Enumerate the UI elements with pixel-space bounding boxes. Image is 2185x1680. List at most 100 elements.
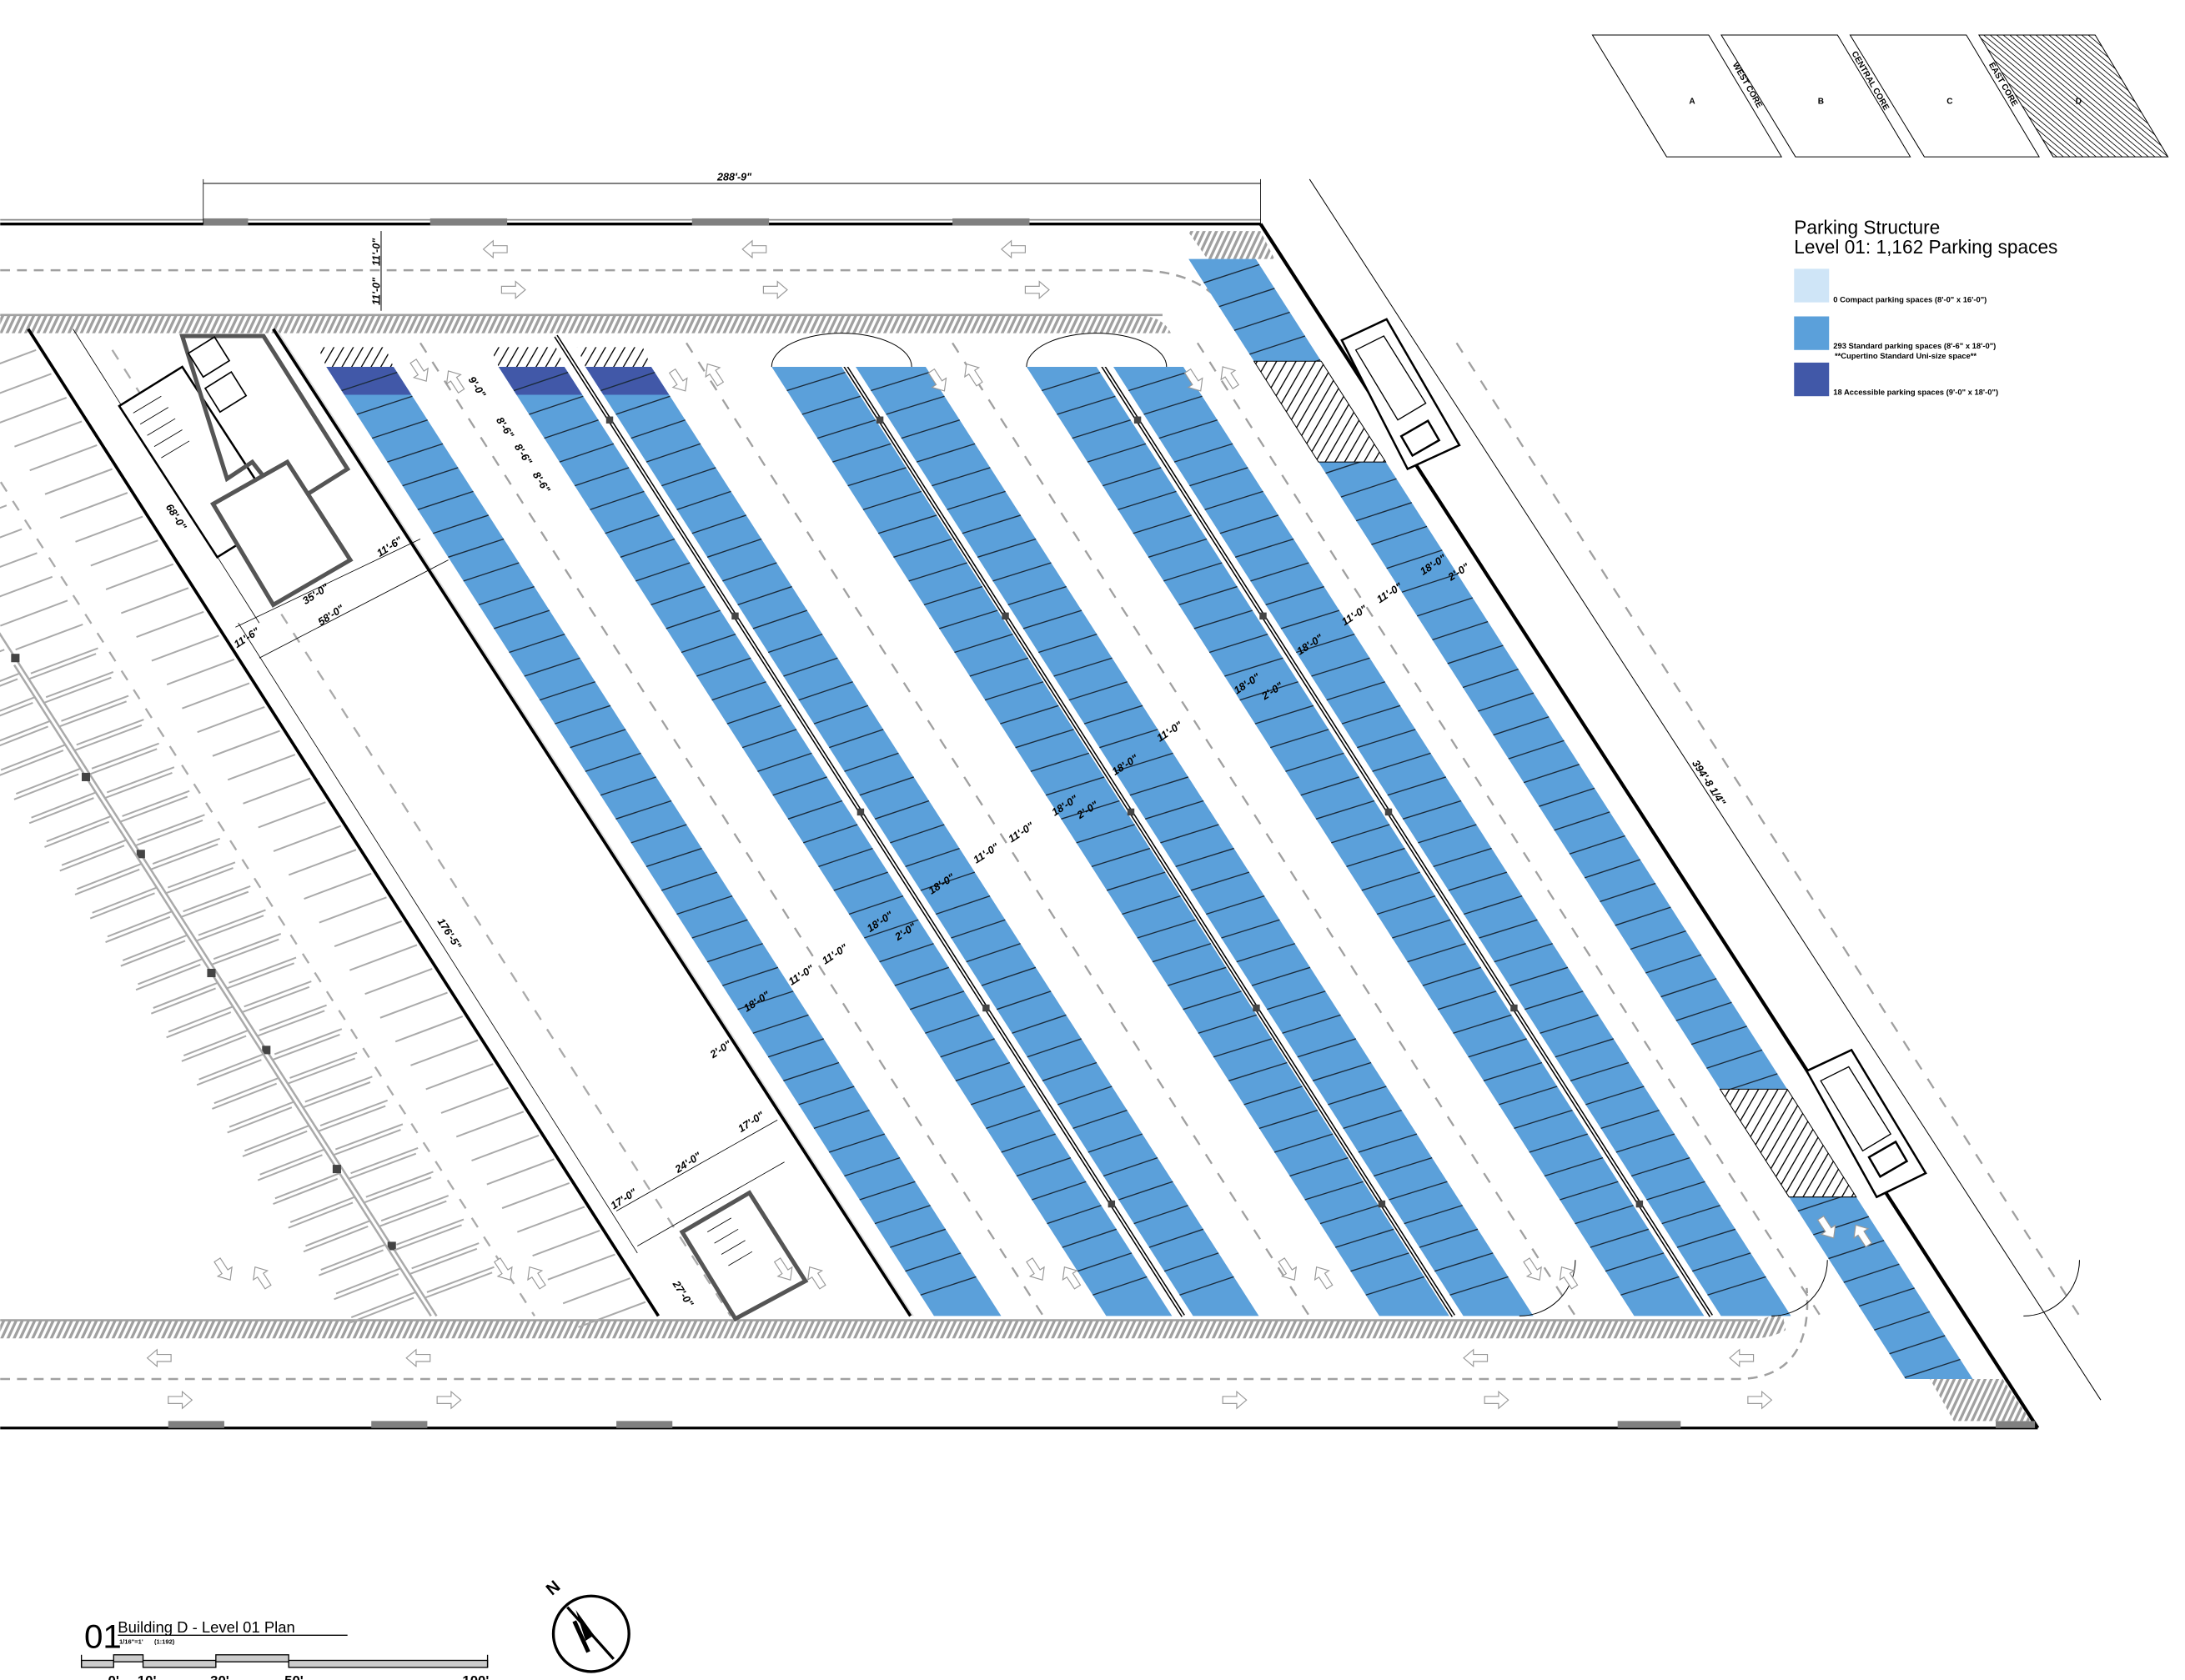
stall-line [1163,562,1223,582]
dim-label: 11'-0" [820,941,850,966]
stall-line [196,1059,262,1086]
stall-line [274,1172,340,1200]
stall-line [1015,729,1074,749]
stall-line [1350,1252,1409,1272]
arrow-left-icon [146,1348,172,1368]
stall-line [516,1206,585,1233]
stall-line [532,1230,600,1257]
stall-line [119,795,188,823]
stall-line [394,1016,464,1043]
stall-line [1234,538,1294,558]
arrow-right-icon [1484,1390,1509,1410]
stall-line [600,776,656,796]
stall-line [1904,1358,1961,1378]
arrow-left-icon [705,363,725,387]
drawing-title: Building D - Level 01 Plan [118,1618,295,1636]
wall-segment [203,218,249,226]
stall-line [180,890,249,918]
arrow-right-icon [668,368,688,392]
building-outline [0,178,2102,1430]
arrow-left-icon [1853,1224,1873,1248]
stall-line [847,467,907,487]
curb-band-east-bottom [1930,1378,2032,1422]
stall-line [1389,1181,1448,1201]
stall-line [955,1061,1011,1081]
stall-line [1813,1216,1870,1236]
stall-line [562,1277,631,1305]
stall-line [356,395,413,415]
stall-line [334,1123,404,1151]
stall-line [341,372,398,392]
stall-line [813,705,869,725]
stall-line [410,1039,479,1066]
key-zone-label: D [2076,97,2082,106]
column [856,808,865,816]
stall-line [905,847,960,868]
stall-line [211,938,279,965]
column [1259,612,1267,620]
stall-line [1267,990,1326,1011]
stall-line [1219,514,1279,534]
arrow-right-icon [1026,1257,1045,1281]
stall-line [1062,1228,1117,1248]
stall-line [1183,990,1242,1011]
stall-line [886,395,945,415]
stall-line [135,820,203,847]
stall-line [1675,1001,1732,1021]
stall-line [89,748,158,775]
stall-line [691,514,746,534]
stall-line [1858,1287,1915,1307]
stall-line [706,538,762,558]
stall-line [287,1057,356,1085]
arrow-left-icon [1220,366,1240,389]
stall-line [244,980,312,1008]
arrow-left-icon [1559,1266,1579,1290]
stall-line [365,1171,434,1198]
stall-line [424,1271,493,1299]
dim-label: 394'-8 1/4" [1690,758,1728,809]
stall-line [935,895,991,915]
stall-line [1341,705,1401,725]
hatched-no-parking-area [490,347,565,367]
arrow-right-icon [773,1257,793,1281]
north-arrow-icon: N [543,1577,630,1673]
stall-line [1706,1049,1763,1069]
west-core-stair-elevator [118,333,354,608]
curb-band-top [0,314,1172,333]
stall-line [1148,538,1208,558]
stall-line [1012,1014,1067,1034]
dim-label: 2'-0" [707,1038,734,1061]
stall-line [681,634,736,654]
elevator [203,370,248,414]
stall-line [0,504,8,509]
stall-line [661,467,716,487]
stall-line [1106,871,1166,891]
stall-line [1007,585,1067,606]
dim-label: 11'-0" [370,277,382,305]
arrow-left-icon [1314,1266,1334,1290]
legend-subtitle: Level 01: 1,162 Parking spaces [1794,236,2057,258]
parking-rows [318,258,2081,1379]
stall-line [1072,419,1131,439]
stall-line [676,490,731,510]
stall-line [0,552,38,569]
stall-line [59,492,128,519]
stall-line [803,824,858,844]
stall-line [0,349,37,365]
stall-line [334,920,403,948]
dim-label: 11'-0" [1339,603,1369,628]
stall-line [1114,752,1173,772]
stall-line [509,634,565,654]
stall-line [1206,895,1265,915]
stall-line [1365,1276,1424,1296]
stall-line [767,1038,824,1058]
stall-line [1173,443,1233,463]
arrow-right-icon [1024,280,1050,299]
stall-line [1057,1086,1113,1106]
stall-line [61,695,129,722]
stall-line [737,990,794,1011]
stall-line [752,609,808,629]
stall-line [859,776,914,796]
stall-line [1087,443,1147,463]
stall-line [1249,335,1306,355]
